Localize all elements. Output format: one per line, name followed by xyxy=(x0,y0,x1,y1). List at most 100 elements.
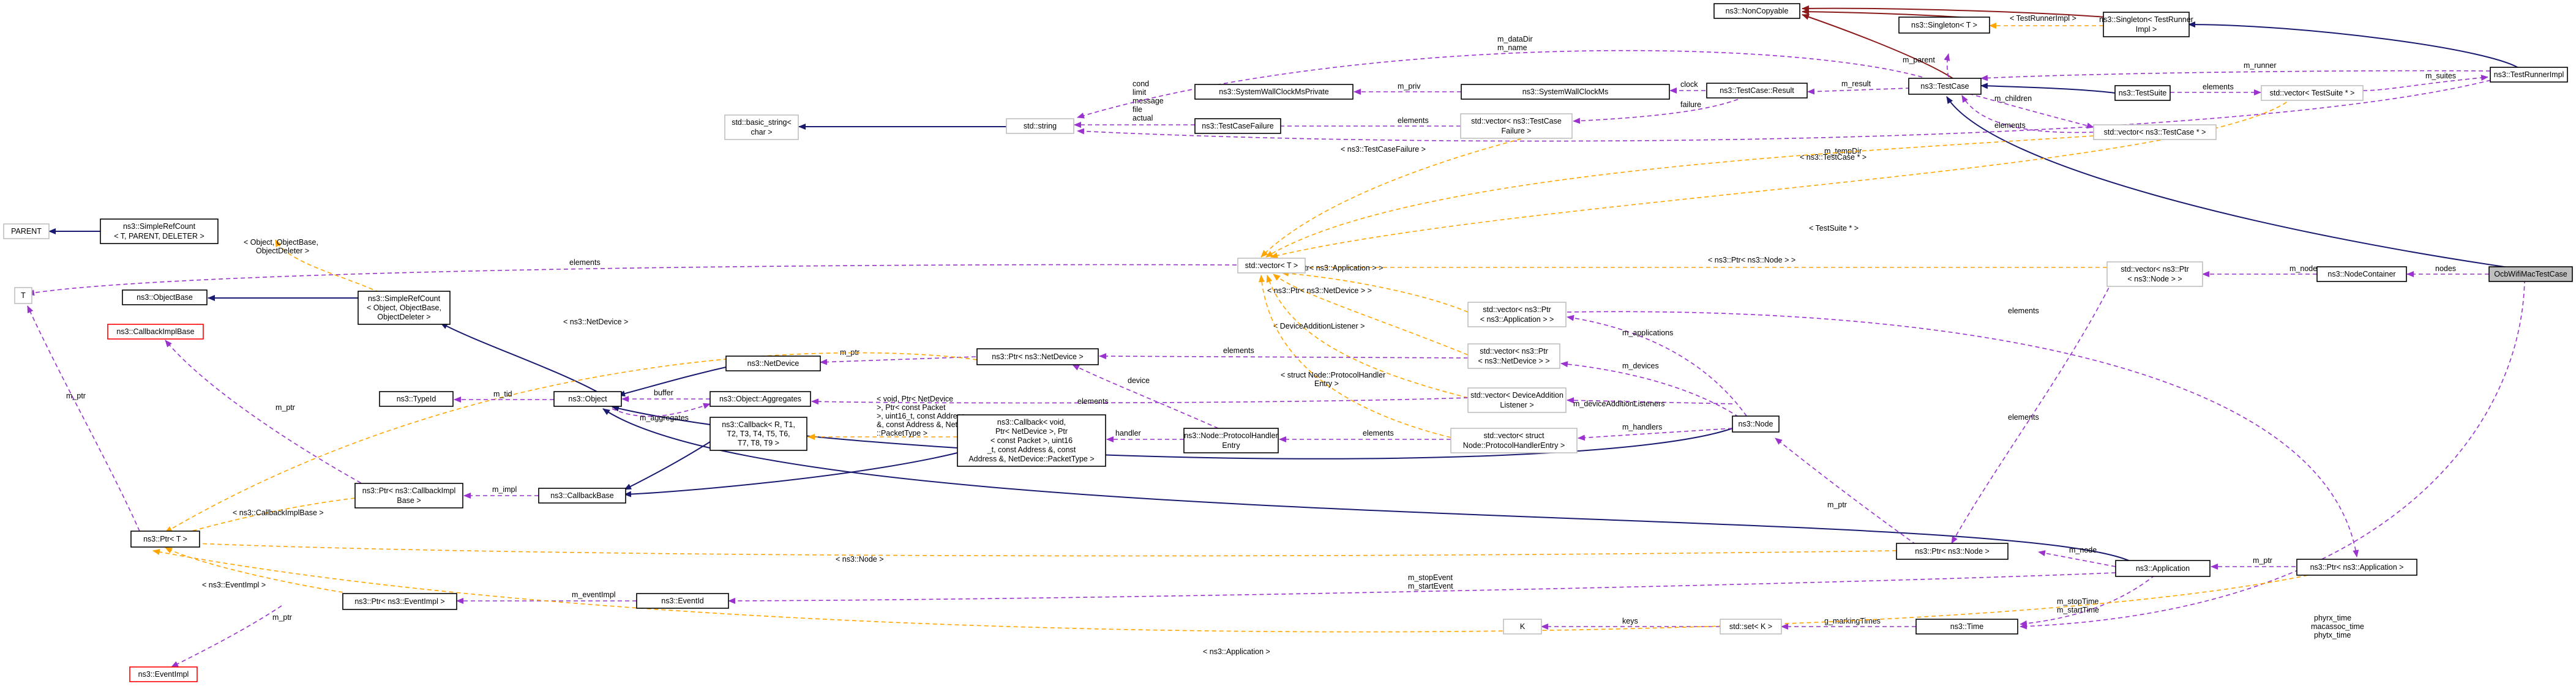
node-simplerefcount-obj[interactable]: ns3::SimpleRefCount < Object, ObjectBase… xyxy=(358,291,451,325)
node-vec-testcasefailure[interactable]: std::vector< ns3::TestCase Failure > xyxy=(1460,113,1573,139)
edge-m-stopevent xyxy=(728,572,2116,604)
svg-text:std::vector< struct: std::vector< struct xyxy=(1484,431,1545,440)
node-systemwallclockmsprivate[interactable]: ns3::SystemWallClockMsPrivate xyxy=(1194,84,1354,100)
node-ptr-t[interactable]: ns3::Ptr< T > xyxy=(130,531,200,548)
node-ptr-netdevice[interactable]: ns3::Ptr< ns3::NetDevice > xyxy=(976,348,1099,365)
node-parent[interactable]: PARENT xyxy=(3,223,50,239)
node-simplerefcount-t[interactable]: ns3::SimpleRefCount < T, PARENT, DELETER… xyxy=(100,218,219,244)
svg-text:std::vector< ns3::Ptr: std::vector< ns3::Ptr xyxy=(1480,347,1548,356)
node-vec-testcase[interactable]: std::vector< ns3::TestCase * > xyxy=(2093,124,2217,140)
node-ptr-application[interactable]: ns3::Ptr< ns3::Application > xyxy=(2296,559,2417,576)
node-time[interactable]: ns3::Time xyxy=(1915,619,2018,635)
node-eventimpl[interactable]: ns3::EventImpl xyxy=(129,666,198,682)
node-k[interactable]: K xyxy=(1503,619,1542,635)
edge-object-to-src xyxy=(440,322,597,392)
svg-text:OcbWifiMacTestCase: OcbWifiMacTestCase xyxy=(2494,270,2567,278)
edge-tmpl-ptr-node-inst xyxy=(166,539,1897,557)
svg-text:std::vector< ns3::TestCase * >: std::vector< ns3::TestCase * > xyxy=(2104,128,2206,136)
node-singleton-tri[interactable]: ns3::Singleton< TestRunner Impl > xyxy=(2099,12,2193,37)
svg-text:T: T xyxy=(21,291,26,300)
node-testcase[interactable]: ns3::TestCase xyxy=(1908,78,1982,95)
node-testcase-result[interactable]: ns3::TestCase::Result xyxy=(1706,83,1808,99)
node-eventid[interactable]: ns3::EventId xyxy=(636,593,729,609)
edge-testcase-elements xyxy=(1961,95,2094,133)
edge-label-m-stoptime: m_stopTime xyxy=(2057,597,2099,606)
node-typeid[interactable]: ns3::TypeId xyxy=(379,391,454,407)
node-node[interactable]: ns3::Node xyxy=(1732,415,1780,433)
node-ptr-node[interactable]: ns3::Ptr< ns3::Node > xyxy=(1896,543,2009,560)
edge-callbackgeneric-to-callbackbase xyxy=(624,441,711,490)
node-callbackimplbase[interactable]: ns3::CallbackImplBase xyxy=(107,324,204,340)
edge-label-ptr-t-mptr: m_ptr xyxy=(66,392,86,400)
svg-text:Failure >: Failure > xyxy=(1502,127,1532,135)
node-vec-testsuite[interactable]: std::vector< TestSuite * > xyxy=(2261,85,2364,101)
edge-vector-elements xyxy=(27,264,1237,296)
edge-label-testcase-elements: elements xyxy=(1994,121,2026,130)
svg-text:std::vector< ns3::TestCase: std::vector< ns3::TestCase xyxy=(1471,117,1562,125)
edge-label-vec-nd-elements: elements xyxy=(1223,346,1254,355)
edge-label-macassoc-time: macassoc_time xyxy=(2311,622,2364,631)
edge-label-device: device xyxy=(1128,376,1150,385)
node-application[interactable]: ns3::Application xyxy=(2115,560,2211,577)
node-callback-void[interactable]: ns3::Callback< void, Ptr< NetDevice >, P… xyxy=(957,414,1106,467)
edge-tmpl-ptr-nd xyxy=(1273,274,1469,356)
edge-label-m-nodes: m_nodes xyxy=(2290,264,2321,273)
node-testsuite[interactable]: ns3::TestSuite xyxy=(2114,85,2171,101)
node-vec-phe[interactable]: std::vector< struct Node::ProtocolHandle… xyxy=(1450,428,1578,453)
node-ptr-eventimpl[interactable]: ns3::Ptr< ns3::EventImpl > xyxy=(342,593,457,610)
node-object[interactable]: ns3::Object xyxy=(553,391,622,407)
node-callbackbase[interactable]: ns3::CallbackBase xyxy=(538,488,626,504)
node-std-string[interactable]: std::string xyxy=(1006,118,1074,134)
node-vec-dal[interactable]: std::vector< DeviceAddition Listener > xyxy=(1467,387,1567,413)
edge-label-m-priv: m_priv xyxy=(1398,82,1421,91)
svg-text:ns3::NodeContainer: ns3::NodeContainer xyxy=(2327,270,2395,278)
node-vec-ptr-nd[interactable]: std::vector< ns3::Ptr < ns3::NetDevice >… xyxy=(1467,343,1560,369)
node-testcasefailure[interactable]: ns3::TestCaseFailure xyxy=(1194,118,1281,134)
node-vec-ptr-node[interactable]: std::vector< ns3::Ptr < ns3::Node > > xyxy=(2106,261,2203,287)
node-systemwallclockms[interactable]: ns3::SystemWallClockMs xyxy=(1461,84,1670,100)
edge-vec-nd-elements xyxy=(1099,353,1469,360)
node-callback-generic[interactable]: ns3::Callback< R, T1, T2, T3, T4, T5, T6… xyxy=(710,417,807,451)
edge-tmpl-dal xyxy=(1266,275,1469,398)
edge-tmpl-eventimpl xyxy=(165,547,343,593)
edge-m-children xyxy=(1961,91,2094,129)
edge-label-m-applications: m_applications xyxy=(1622,329,1673,337)
svg-text:PARENT: PARENT xyxy=(11,227,42,236)
edge-label-actual: actual xyxy=(1133,114,1153,122)
svg-text:T7, T8, T9 >: T7, T8, T9 > xyxy=(738,439,779,447)
svg-text:Impl >: Impl > xyxy=(2136,25,2157,34)
node-testrunnerimpl[interactable]: ns3::TestRunnerImpl xyxy=(2490,67,2568,83)
edge-label-clock: clock xyxy=(1680,80,1698,89)
node-basic-string[interactable]: std::basic_string< char > xyxy=(724,114,799,140)
node-nodecontainer[interactable]: ns3::NodeContainer xyxy=(2316,266,2407,282)
node-objectbase[interactable]: ns3::ObjectBase xyxy=(122,289,208,305)
edge-label-lt-application: < ns3::Application > xyxy=(1203,647,1270,656)
node-vec-ptr-app[interactable]: std::vector< ns3::Ptr < ns3::Application… xyxy=(1467,302,1567,327)
svg-text:std::vector< ns3::Ptr: std::vector< ns3::Ptr xyxy=(1483,305,1551,314)
svg-text:Ptr< NetDevice >, Ptr: Ptr< NetDevice >, Ptr xyxy=(995,427,1068,436)
edge-m-devices xyxy=(1560,361,1751,426)
node-noncopyable[interactable]: ns3::NonCopyable xyxy=(1713,3,1800,19)
edge-device xyxy=(1072,364,1219,429)
node-vector-t[interactable]: std::vector< T > xyxy=(1237,258,1306,274)
svg-text:ns3::TypeId: ns3::TypeId xyxy=(397,395,436,403)
node-ocbwifimac[interactable]: OcbWifiMacTestCase xyxy=(2488,266,2573,282)
edge-label-file: file xyxy=(1133,105,1142,114)
node-t[interactable]: T xyxy=(14,287,32,304)
node-ptr-callbackimpl[interactable]: ns3::Ptr< ns3::CallbackImpl Base > xyxy=(354,483,463,508)
svg-text:< Object, ObjectBase,: < Object, ObjectBase, xyxy=(367,304,441,312)
node-object-aggregates[interactable]: ns3::Object::Aggregates xyxy=(710,391,811,407)
edge-testsuite-to-testcase xyxy=(1980,83,2116,94)
node-netdevice[interactable]: ns3::NetDevice xyxy=(725,356,821,371)
edge-netdevice-to-object xyxy=(618,367,727,397)
edge-label-dal-elements: elements xyxy=(1077,397,1109,406)
svg-text:ns3::Ptr< T >: ns3::Ptr< T > xyxy=(143,535,187,543)
edge-label-m-ptr-app: m_ptr xyxy=(2253,556,2272,565)
node-singleton-t[interactable]: ns3::Singleton< T > xyxy=(1898,17,1990,34)
edge-label-m-eventimpl: m_eventImpl xyxy=(572,590,616,599)
svg-text:ns3::Singleton< TestRunner: ns3::Singleton< TestRunner xyxy=(2099,15,2193,24)
edge-tmpl-testcase xyxy=(1265,135,2094,258)
node-set-k[interactable]: std::set< K > xyxy=(1720,619,1782,635)
node-protocolhandlerentry[interactable]: ns3::Node::ProtocolHandler Entry xyxy=(1183,428,1279,453)
